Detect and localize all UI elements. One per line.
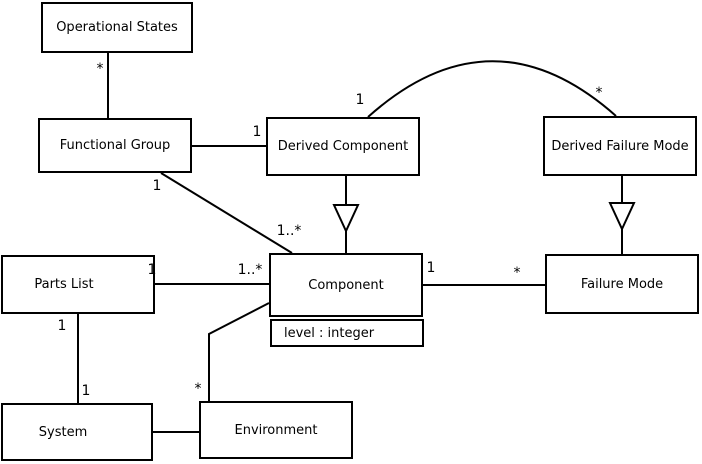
node-label: Failure Mode <box>580 276 664 292</box>
node-parts-list: Parts List <box>1 255 155 314</box>
multiplicity-label: * <box>194 381 202 397</box>
multiplicity-label: 1 <box>57 318 67 334</box>
multiplicity-label: 1 <box>252 124 262 140</box>
multiplicity-label: * <box>513 265 521 281</box>
node-functional-group: Functional Group <box>38 118 192 173</box>
multiplicity-label: * <box>96 61 104 77</box>
node-label: Operational States <box>56 20 178 35</box>
multiplicity-label: 1 <box>81 383 91 399</box>
multiplicity-label: 1 <box>355 92 365 108</box>
node-label: Functional Group <box>59 138 171 153</box>
generalization-arrow <box>332 204 360 234</box>
node-component: Component <box>269 253 423 317</box>
generalization-derived-failure-mode-failure-mode <box>608 176 636 254</box>
node-label: Environment <box>234 422 318 438</box>
node-system: System <box>1 403 153 461</box>
node-environment: Environment <box>199 401 353 459</box>
node-component-attribute: level : integer <box>270 319 424 347</box>
generalization-derived-component-component <box>332 176 360 253</box>
node-label: Component <box>308 277 384 293</box>
assoc-environment-component <box>208 302 270 401</box>
assoc-functional-group-component <box>160 172 293 254</box>
multiplicity-label: 1 <box>152 178 162 194</box>
multiplicity-label: 1 <box>426 260 436 276</box>
node-label: System <box>38 424 88 440</box>
attribute-label: level : integer <box>284 325 375 341</box>
node-derived-component: Derived Component <box>266 117 420 176</box>
assoc-derived-component-derived-failure-mode-curve <box>367 60 617 118</box>
multiplicity-label: 1 <box>147 262 157 278</box>
multiplicity-label: 1..* <box>237 262 263 278</box>
node-label: Derived Component <box>277 139 409 154</box>
node-label: Derived Failure Mode <box>551 138 689 154</box>
node-operational-states: Operational States <box>41 2 193 53</box>
multiplicity-label: * <box>595 85 603 101</box>
multiplicity-label: 1..* <box>276 223 302 239</box>
node-label: Parts List <box>34 277 94 292</box>
generalization-arrow <box>608 202 636 232</box>
node-derived-failure-mode: Derived Failure Mode <box>543 116 697 176</box>
node-failure-mode: Failure Mode <box>545 254 699 314</box>
